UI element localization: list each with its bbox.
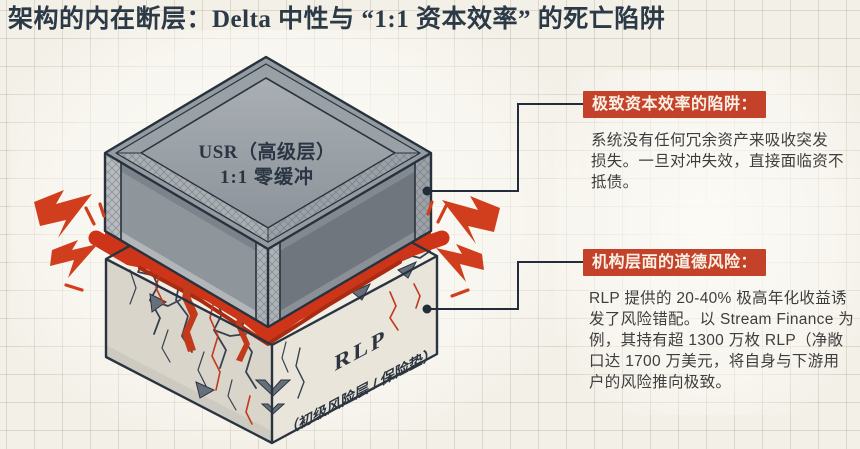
panel-text-capital-efficiency: 系统没有任何冗余资产来吸收突发 损失。一旦对冲失效，直接面临资不 抵债。 [591, 130, 855, 193]
usr-box-label-line2: 1:1 零缓冲 [219, 167, 315, 188]
callout-line-1 [427, 103, 583, 192]
usr-box-label: USR（高级层） 1:1 零缓冲 [158, 141, 376, 190]
callout-line-2 [427, 261, 583, 310]
text-line: 抵债。 [591, 174, 639, 191]
text-line: 发了风险错配。以 Stream Finance 为 [589, 311, 855, 328]
text-line: 系统没有任何冗余资产来吸收突发 [591, 132, 829, 149]
callout-dot-1 [422, 186, 432, 196]
usr-box-label-line1: USR（高级层） [198, 142, 336, 163]
panel-badge-capital-efficiency: 极致资本效率的陷阱： [583, 91, 767, 118]
text-line: 户的风险推向极致。 [589, 374, 732, 391]
text-line: 口达 1700 万美元，将自身与下游用 [589, 353, 840, 370]
panel-badge-moral-hazard: 机构层面的道德风险： [583, 249, 767, 276]
page-title: 架构的内在断层：Delta 中性与 “1:1 资本效率” 的死亡陷阱 [8, 6, 666, 33]
text-line: 损失。一旦对冲失效，直接面临资不 [591, 153, 844, 170]
text-line: 例，其持有超 1300 万枚 RLP（净敞 [589, 332, 844, 349]
panel-text-moral-hazard: RLP 提供的 20-40% 极高年化收益诱 发了风险错配。以 Stream F… [589, 288, 855, 393]
text-line: RLP 提供的 20-40% 极高年化收益诱 [589, 290, 847, 307]
